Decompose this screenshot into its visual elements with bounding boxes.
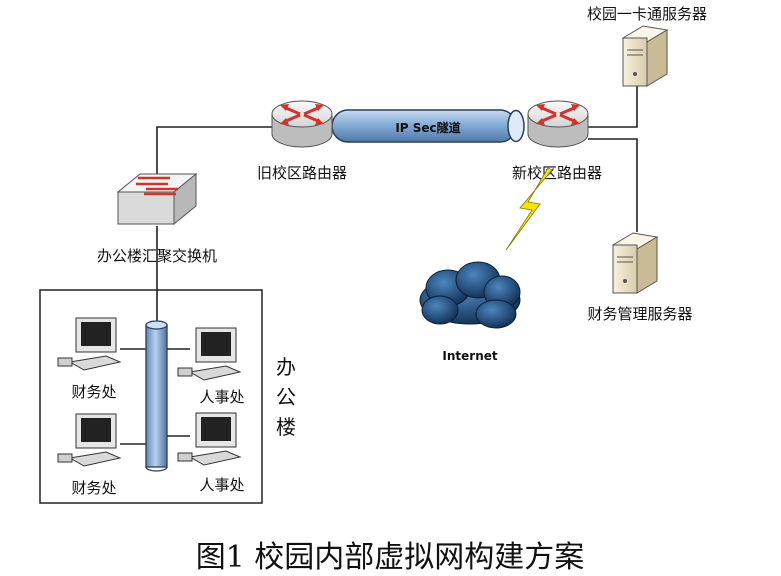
campus-card-server-label: 校园一卡通服务器 (587, 5, 707, 23)
pc-finance-1-label: 财务处 (71, 383, 116, 401)
ipsec-tunnel: IP Sec隧道 (331, 109, 525, 143)
figure-caption: 图1 校园内部虚拟网构建方案 (196, 540, 585, 575)
connection-lines (120, 80, 638, 445)
finance-server-label: 财务管理服务器 (587, 305, 692, 323)
pc-finance-2-label: 财务处 (71, 479, 116, 497)
aggregation-switch-icon (116, 172, 198, 226)
finance-server-icon (611, 232, 659, 294)
pc-hr-2-icon (177, 412, 242, 466)
svg-text:楼: 楼 (276, 415, 296, 439)
internet-cloud-icon (419, 261, 521, 329)
link-new-router-to-card-server (588, 80, 638, 128)
svg-text:公: 公 (276, 385, 296, 409)
campus-card-server-icon (621, 25, 669, 87)
pc-hr-1-label: 人事处 (199, 388, 244, 406)
new-router-icon (527, 100, 589, 148)
lightning-icon (505, 167, 553, 251)
internet-label: Internet (442, 349, 497, 363)
pc-hr-2-label: 人事处 (199, 476, 244, 494)
svg-text:办: 办 (276, 355, 296, 379)
pc-finance-1-icon (57, 317, 122, 371)
new-router-label: 新校区路由器 (512, 164, 602, 182)
pc-hr-1-icon (177, 327, 242, 381)
tunnel-label: IP Sec隧道 (395, 120, 460, 135)
old-router-label: 旧校区路由器 (257, 164, 347, 182)
network-bus (145, 320, 168, 472)
pc-finance-2-icon (57, 413, 122, 467)
aggregation-switch-label: 办公楼汇聚交换机 (97, 247, 217, 265)
office-building-box (39, 289, 263, 504)
link-new-router-to-finance-server (588, 138, 638, 232)
link-old-router-to-switch (156, 126, 272, 175)
office-building-label: 办 公 楼 (276, 355, 296, 439)
old-router-icon (271, 100, 333, 148)
